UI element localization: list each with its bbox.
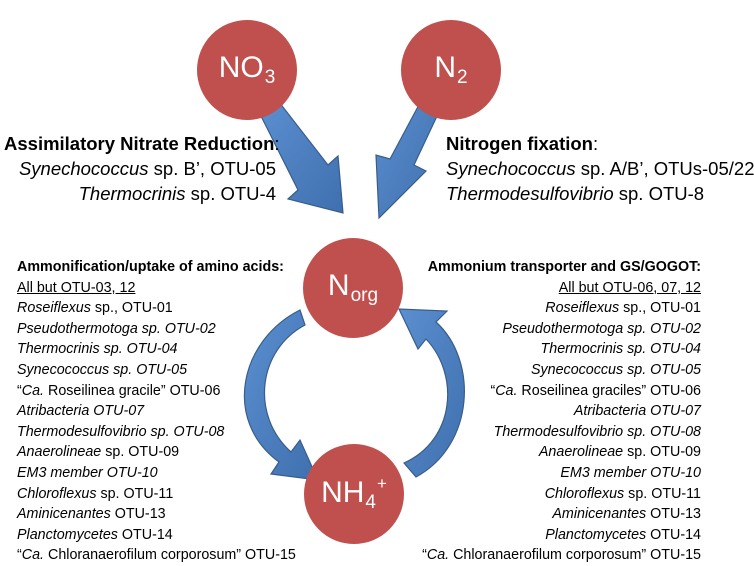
assimilatory-line-1: Synechococcus sp. B’, OTU-05 <box>18 158 276 179</box>
ammonium-transporter-list: Ammonium transporter and GS/GOGOT: All b… <box>420 257 701 566</box>
list-item: Thermocrinis sp. OTU-04 <box>17 341 178 358</box>
ammonium-title: Ammonium transporter and GS/GOGOT: <box>427 259 701 275</box>
ammonification-subtitle: All but OTU-03, 12 <box>17 279 136 296</box>
list-item: Aminicenantes OTU-13 <box>552 506 701 523</box>
list-item: Pseudothermotoga sp. OTU-02 <box>502 320 701 337</box>
list-item: Thermocrinis sp. OTU-04 <box>540 341 701 358</box>
ammonification-list: Ammonification/uptake of amino acids: Al… <box>17 257 296 566</box>
list-item: Chloroflexus sp. OTU-11 <box>544 485 701 502</box>
list-item: Anaerolineae sp. OTU-09 <box>17 444 180 461</box>
list-item: Planctomycetes OTU-14 <box>545 526 701 543</box>
list-item: Atribacteria OTU-07 <box>17 403 145 420</box>
assimilatory-title: Assimilatory Nitrate Reduction: <box>4 133 280 154</box>
no3-node: NO3 <box>197 20 297 120</box>
ammonification-title: Ammonification/uptake of amino acids: <box>17 259 284 275</box>
list-item: Roseiflexus sp., OTU-01 <box>17 300 173 317</box>
list-item: EM3 member OTU-10 <box>560 464 701 481</box>
arrow-nh4-to-norg <box>398 308 465 478</box>
list-item: “Ca. Roseilinea gracile” OTU-06 <box>17 382 221 399</box>
list-item: Roseiflexus sp., OTU-01 <box>545 300 701 317</box>
arrow-no3-to-norg <box>260 101 344 214</box>
ammonium-subtitle: All but OTU-06, 07, 12 <box>558 279 701 296</box>
fixation-line-2: Thermodesulfovibrio sp. OTU-8 <box>446 183 705 204</box>
list-item: “Ca. Chloranaerofilum corporosum” OTU-15 <box>422 547 701 564</box>
list-item: Planctomycetes OTU-14 <box>17 526 173 543</box>
list-item: Atribacteria OTU-07 <box>573 403 701 420</box>
list-item: Pseudothermotoga sp. OTU-02 <box>17 320 216 337</box>
nitrogen-fixation-block: Nitrogen fixation: Synechococcus sp. A/B… <box>446 131 754 206</box>
list-item: EM3 member OTU-10 <box>17 464 158 481</box>
list-item: Synecococcus sp. OTU-05 <box>530 361 701 378</box>
fixation-title: Nitrogen fixation: <box>446 133 599 154</box>
list-item: Synecococcus sp. OTU-05 <box>17 361 188 378</box>
nh4-node: NH4+ <box>304 444 404 544</box>
list-item: Aminicenantes OTU-13 <box>17 506 166 523</box>
list-item: Thermodesulfovibrio sp. OTU-08 <box>493 423 701 440</box>
assimilatory-nitrate-reduction-block: Assimilatory Nitrate Reduction: Synechoc… <box>4 131 280 206</box>
arrow-n2-to-norg <box>375 100 439 220</box>
assimilatory-line-2: Thermocrinis sp. OTU-4 <box>78 183 276 204</box>
norg-node: Norg <box>303 238 403 338</box>
list-item: “Ca. Roseilinea graciles” OTU-06 <box>490 382 701 399</box>
list-item: Anaerolineae sp. OTU-09 <box>538 444 701 461</box>
list-item: “Ca. Chloranaerofilum corporosum” OTU-15 <box>17 547 296 564</box>
list-item: Chloroflexus sp. OTU-11 <box>17 485 174 502</box>
n2-node: N2 <box>401 20 501 120</box>
fixation-line-1: Synechococcus sp. A/B’, OTUs-05/22 <box>446 158 754 179</box>
list-item: Thermodesulfovibrio sp. OTU-08 <box>17 423 225 440</box>
